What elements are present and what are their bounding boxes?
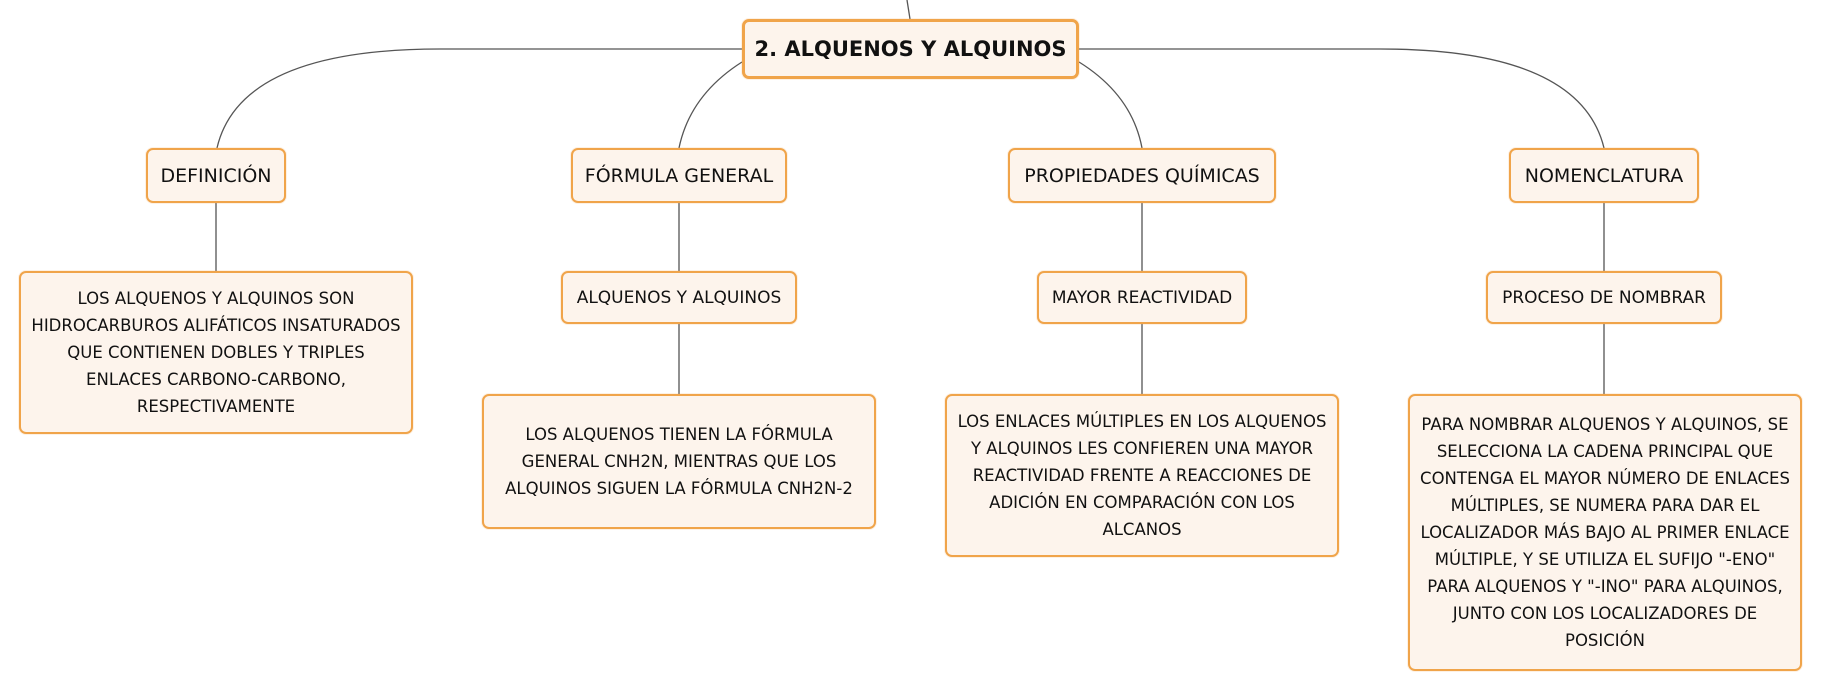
connector-root-to-propiedades	[1078, 61, 1143, 149]
topic-formula-general-label: FÓRMULA GENERAL	[584, 164, 774, 187]
formula-general-text-box[interactable]: LOS ALQUENOS TIENEN LA FÓRMULA GENERAL C…	[482, 394, 876, 529]
topic-formula-general[interactable]: FÓRMULA GENERAL	[571, 148, 787, 203]
subtopic-proceso-de-nombrar[interactable]: PROCESO DE NOMBRAR	[1486, 271, 1722, 324]
root-topic-label: 2. ALQUENOS Y ALQUINOS	[754, 37, 1067, 61]
nomenclatura-text: PARA NOMBRAR ALQUENOS Y ALQUINOS, SE SEL…	[1420, 415, 1790, 650]
topic-nomenclatura-label: NOMENCLATURA	[1524, 164, 1684, 187]
topic-propiedades-quimicas-label: PROPIEDADES QUÍMICAS	[1024, 164, 1260, 187]
definicion-text: LOS ALQUENOS Y ALQUINOS SON HIDROCARBURO…	[31, 289, 401, 416]
subtopic-alquenos-y-alquinos-label: ALQUENOS Y ALQUINOS	[576, 287, 782, 308]
propiedades-quimicas-text: LOS ENLACES MÚLTIPLES EN LOS ALQUENOS Y …	[957, 412, 1327, 539]
topic-nomenclatura[interactable]: NOMENCLATURA	[1509, 148, 1699, 203]
connector-root-to-definicion	[216, 48, 742, 149]
propiedades-quimicas-text-box[interactable]: LOS ENLACES MÚLTIPLES EN LOS ALQUENOS Y …	[945, 394, 1339, 557]
root-topic-node[interactable]: 2. ALQUENOS Y ALQUINOS	[742, 19, 1079, 79]
subtopic-proceso-de-nombrar-label: PROCESO DE NOMBRAR	[1502, 287, 1706, 308]
connector-root-to-formula	[678, 61, 743, 149]
definicion-text-box[interactable]: LOS ALQUENOS Y ALQUINOS SON HIDROCARBURO…	[19, 271, 413, 434]
subtopic-mayor-reactividad-label: MAYOR REACTIVIDAD	[1051, 287, 1233, 308]
topic-definicion-label: DEFINICIÓN	[160, 164, 272, 187]
subtopic-mayor-reactividad[interactable]: MAYOR REACTIVIDAD	[1037, 271, 1247, 324]
topic-definicion[interactable]: DEFINICIÓN	[146, 148, 286, 203]
connector-parent-to-root	[906, 0, 911, 20]
nomenclatura-text-box[interactable]: PARA NOMBRAR ALQUENOS Y ALQUINOS, SE SEL…	[1408, 394, 1802, 671]
subtopic-alquenos-y-alquinos[interactable]: ALQUENOS Y ALQUINOS	[561, 271, 797, 324]
topic-propiedades-quimicas[interactable]: PROPIEDADES QUÍMICAS	[1008, 148, 1276, 203]
formula-general-text: LOS ALQUENOS TIENEN LA FÓRMULA GENERAL C…	[505, 425, 853, 498]
connector-root-to-nomenclatura	[1079, 48, 1605, 149]
